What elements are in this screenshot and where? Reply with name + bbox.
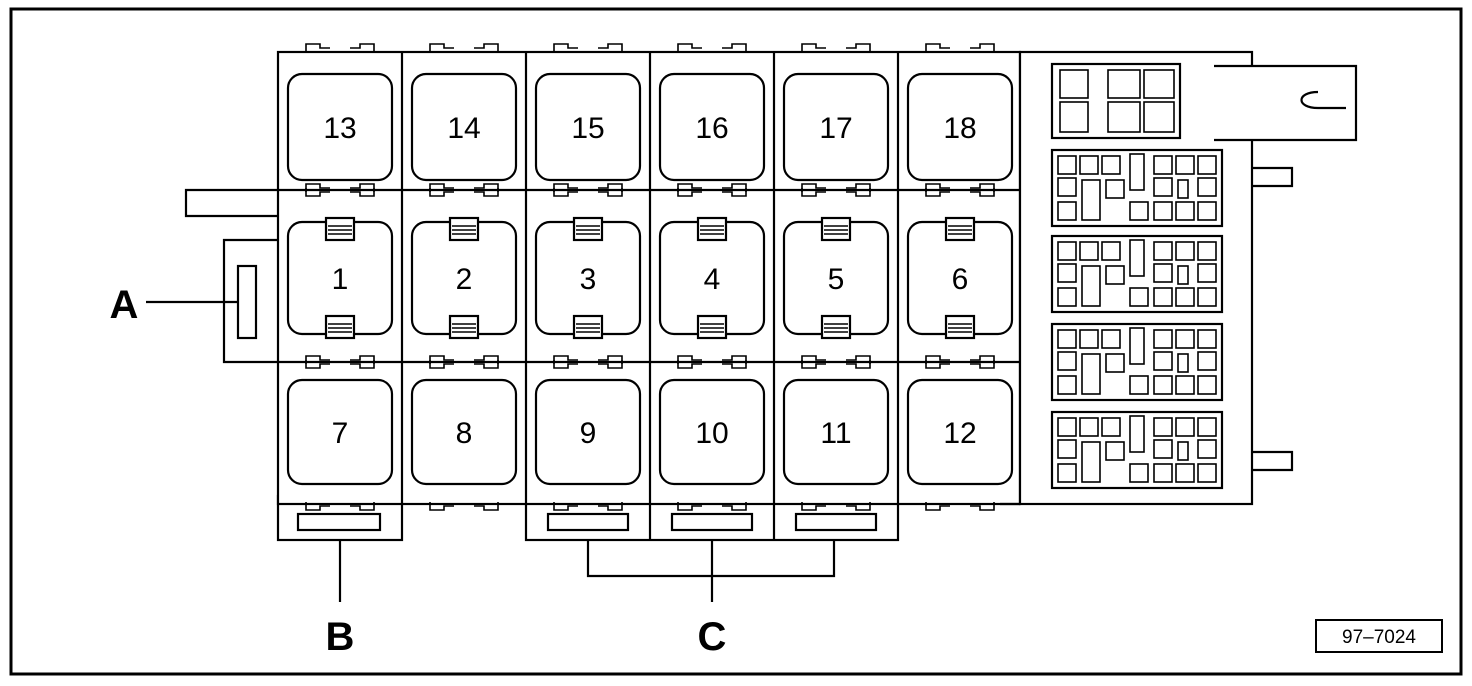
relay-slot-14: 14 — [410, 43, 518, 197]
relay-slot-number: 5 — [828, 263, 845, 296]
relay-slot-number: 10 — [695, 417, 728, 450]
figure-ref-number: 97–7024 — [1342, 627, 1416, 648]
relay-slot-number: 18 — [943, 112, 976, 145]
relay-slot-7: 7 — [286, 355, 394, 511]
fuse-block-4 — [1050, 410, 1224, 490]
relay-slot-2: 2 — [410, 183, 518, 369]
fuse-block-2 — [1050, 234, 1224, 314]
relay-slot-11: 11 — [782, 355, 890, 511]
fuse-blocks — [1050, 148, 1224, 490]
fuse-block-1 — [1050, 148, 1224, 228]
callout-a-label: A — [110, 283, 139, 327]
relay-slot-number: 8 — [456, 417, 473, 450]
relay-slot-number: 15 — [571, 112, 604, 145]
callout-c-label: C — [698, 615, 727, 659]
relay-slot-number: 9 — [580, 417, 597, 450]
relay-slot-16: 16 — [658, 43, 766, 197]
relay-slot-4: 4 — [658, 183, 766, 369]
relay-slot-13: 13 — [286, 43, 394, 197]
outer-frame — [9, 7, 1463, 676]
relay-slot-10: 10 — [658, 355, 766, 511]
relay-slot-9: 9 — [534, 355, 642, 511]
relay-slot-18: 18 — [906, 43, 1014, 197]
fuse-block-3 — [1050, 322, 1224, 402]
callout-b-label: B — [326, 615, 355, 659]
callout-c-bracket — [586, 540, 836, 602]
relay-slot-number: 4 — [704, 263, 721, 296]
relay-slot-number: 6 — [952, 263, 969, 296]
relay-slot-8: 8 — [410, 355, 518, 511]
relay-slot-3: 3 — [534, 183, 642, 369]
relay-slot-17: 17 — [782, 43, 890, 197]
left-mounting-tab — [184, 188, 278, 364]
relay-slot-number: 3 — [580, 263, 597, 296]
relay-slot-15: 15 — [534, 43, 642, 197]
relay-slot-number: 14 — [447, 112, 480, 145]
relay-slot-number: 7 — [332, 417, 349, 450]
relay-slot-12: 12 — [906, 355, 1014, 511]
relay-slot-number: 16 — [695, 112, 728, 145]
figure-ref-box: 97–7024 — [1315, 619, 1443, 653]
relay-slot-number: 11 — [820, 417, 851, 450]
relay-slot-number: 12 — [943, 417, 976, 450]
relay-slot-number: 1 — [332, 263, 349, 296]
relay-slot-number: 17 — [819, 112, 852, 145]
relay-slot-5: 5 — [782, 183, 890, 369]
relay-slot-6: 6 — [906, 183, 1014, 369]
relay-slot-number: 13 — [323, 112, 356, 145]
relay-slot-number: 2 — [456, 263, 473, 296]
relay-slot-1: 1 — [286, 183, 394, 369]
